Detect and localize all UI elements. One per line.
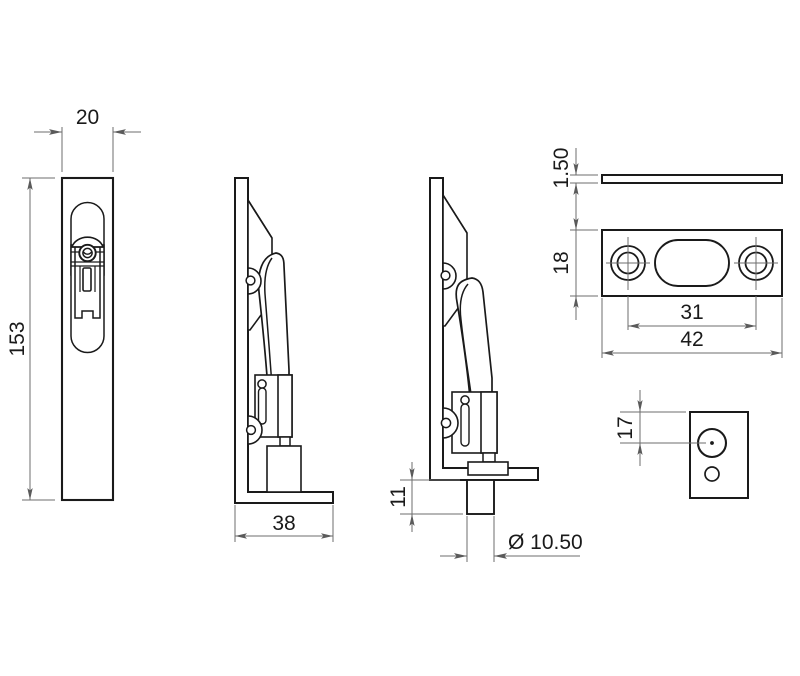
arrow-ph-bottom xyxy=(573,296,579,308)
dim-plate-height: 18 xyxy=(550,251,573,274)
dim-side-depth: 38 xyxy=(272,512,295,535)
ext-pivot-hole xyxy=(440,270,451,281)
side-view-closed xyxy=(234,177,334,504)
side-pin-body xyxy=(266,445,302,493)
front-view xyxy=(60,176,115,502)
ext-lever-inner-edge xyxy=(459,283,472,395)
strike-plate-edge-outline xyxy=(601,174,783,184)
front-latch-tongue xyxy=(82,267,92,292)
arrow-keeper-bottom xyxy=(637,443,643,455)
ext-link-pin-upper xyxy=(460,395,470,405)
strike-plate-dimensions: 1.50 18 31 42 xyxy=(550,148,783,358)
side-slider-bar xyxy=(277,374,293,438)
keeper-hole-center-mark xyxy=(710,441,714,445)
dim-pin-projection: 11 xyxy=(387,486,410,508)
arrow-spacing-left xyxy=(628,323,640,329)
ext-taper-edge xyxy=(442,194,468,234)
arrow-depth-left xyxy=(235,533,247,539)
arrow-depth-right xyxy=(321,533,333,539)
side-pin-neck xyxy=(279,436,291,447)
dim-hole-spacing: 31 xyxy=(680,301,703,324)
side-lower-pivot-hole xyxy=(245,424,257,436)
dim-plate-width: 42 xyxy=(680,328,703,351)
side-view-extended-dimensions: 11 Ø 10.50 xyxy=(387,462,583,562)
ext-pin-neck xyxy=(482,452,496,463)
side-view-closed-dimensions: 38 xyxy=(234,505,334,542)
dim-pin-diameter: Ø 10.50 xyxy=(508,531,583,554)
ext-link-arm xyxy=(460,403,470,447)
dim-keeper-hole-height: 17 xyxy=(614,416,637,439)
front-screw-slot xyxy=(83,251,92,255)
front-pivot-boss xyxy=(70,236,105,248)
side-backplate-outline xyxy=(234,177,334,504)
arrow-pw-right xyxy=(770,350,782,356)
keeper-small-hole xyxy=(704,466,720,482)
front-view-dimensions: 20 153 xyxy=(6,106,141,501)
arrow-pw-left xyxy=(602,350,614,356)
side-lever-inner-edge xyxy=(264,257,273,387)
arrow-keeper-top xyxy=(637,400,643,412)
arrow-height-bottom xyxy=(27,488,33,500)
arrow-spacing-right xyxy=(744,323,756,329)
dim-plate-thickness: 1.50 xyxy=(550,148,573,189)
strike-plate-edge-view xyxy=(601,174,783,184)
side-link-arm xyxy=(257,387,267,425)
ext-lower-pivot-hole xyxy=(440,417,452,429)
side-view-extended xyxy=(429,177,539,515)
front-screw-inner xyxy=(82,247,93,259)
ext-projecting-bolt xyxy=(466,479,495,515)
ext-slider-bar xyxy=(480,391,498,454)
strike-plate-face-view xyxy=(601,229,783,297)
side-taper-edge xyxy=(247,199,273,239)
arrow-proj-top xyxy=(409,468,415,480)
side-pivot-hole xyxy=(245,275,256,286)
ext-pin-collar xyxy=(467,461,509,476)
dim-front-height: 153 xyxy=(6,321,29,356)
keeper-detail-dimensions: 17 xyxy=(614,390,706,466)
arrow-thick-top xyxy=(573,163,579,175)
side-link-pin-upper xyxy=(257,379,267,389)
arrow-thick-bottom xyxy=(573,183,579,195)
side-lever-body xyxy=(257,252,290,391)
strike-plate-oblong-slot xyxy=(654,239,730,287)
arrow-ph-top xyxy=(573,218,579,230)
keeper-detail-view xyxy=(689,411,749,499)
dim-front-width: 20 xyxy=(76,106,99,129)
arrow-proj-bottom xyxy=(409,514,415,526)
arrow-height-top xyxy=(27,178,33,190)
